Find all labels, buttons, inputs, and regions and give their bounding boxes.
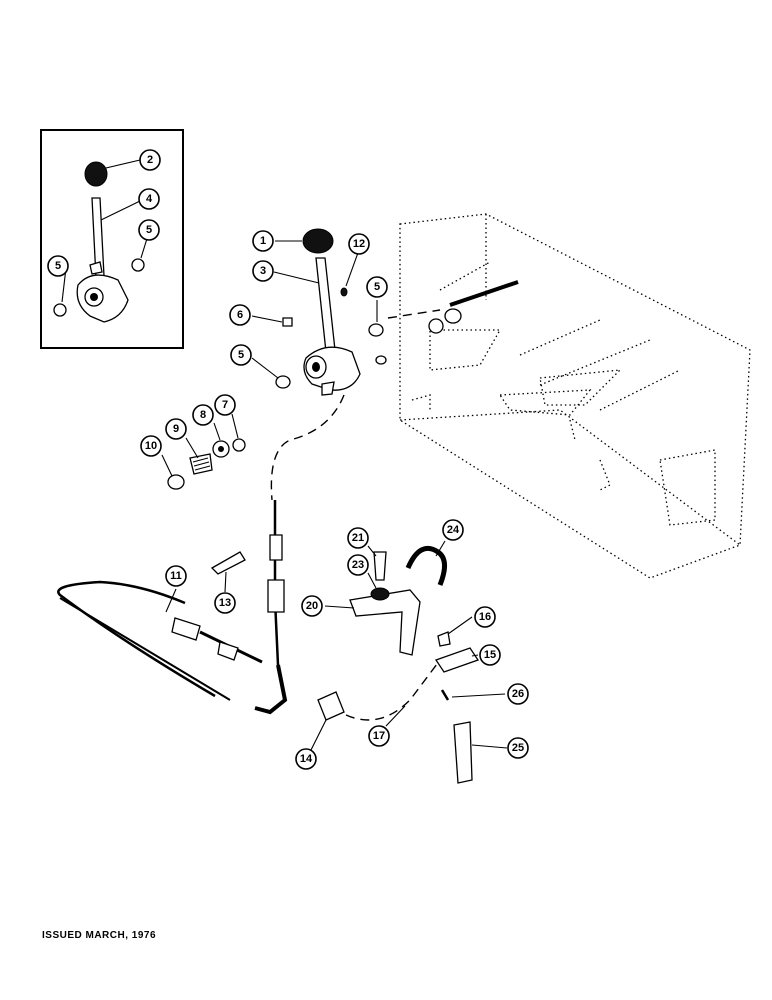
inset-panel [40,129,184,349]
callout-20: 20 [301,595,323,617]
callout-15: 15 [479,644,501,666]
svg-text:2: 2 [147,154,153,166]
callout-inset-5a: 5 [138,219,160,241]
issued-date-footer: ISSUED MARCH, 1976 [42,930,157,941]
svg-text:12: 12 [353,238,365,250]
svg-text:14: 14 [300,753,313,765]
svg-text:25: 25 [512,742,524,754]
callout-9: 9 [165,418,187,440]
svg-text:7: 7 [222,399,228,411]
callout-13: 13 [214,592,236,614]
callout-5b: 5 [230,344,252,366]
svg-text:9: 9 [173,423,179,435]
svg-text:20: 20 [306,600,318,612]
callout-3: 3 [252,260,274,282]
callout-8: 8 [192,404,214,426]
svg-text:23: 23 [352,559,364,571]
callout-11: 11 [165,565,187,587]
callout-17: 17 [368,725,390,747]
callout-21: 21 [347,527,369,549]
svg-text:17: 17 [373,730,385,742]
callout-26: 26 [507,683,529,705]
svg-text:5: 5 [55,260,61,272]
callout-12: 12 [348,233,370,255]
svg-text:5: 5 [238,349,244,361]
callout-6: 6 [229,304,251,326]
callout-23: 23 [347,554,369,576]
leader-lines [61,159,508,753]
callout-7: 7 [214,394,236,416]
svg-text:13: 13 [219,597,231,609]
callout-inset-2: 2 [139,149,161,171]
svg-text:26: 26 [512,688,524,700]
svg-text:4: 4 [146,193,153,205]
svg-text:16: 16 [479,611,491,623]
callout-14: 14 [295,748,317,770]
svg-text:21: 21 [352,532,364,544]
svg-text:10: 10 [145,440,157,452]
control-cables [57,500,288,715]
callout-inset-5b: 5 [47,255,69,277]
callout-24: 24 [442,519,464,541]
svg-text:11: 11 [170,570,182,582]
callout-16: 16 [474,606,496,628]
svg-text:24: 24 [447,524,460,536]
svg-text:5: 5 [374,281,380,293]
svg-text:8: 8 [200,409,206,421]
svg-text:3: 3 [260,265,266,277]
svg-text:1: 1 [260,235,266,247]
svg-text:5: 5 [146,224,152,236]
svg-text:6: 6 [237,309,243,321]
callout-1: 1 [252,230,274,252]
shift-lever-assembly [167,228,387,490]
callout-inset-4: 4 [138,188,160,210]
svg-text:15: 15 [484,649,496,661]
callout-5a: 5 [366,276,388,298]
callout-10: 10 [140,435,162,457]
mounting-panel [399,213,751,579]
callout-25: 25 [507,737,529,759]
